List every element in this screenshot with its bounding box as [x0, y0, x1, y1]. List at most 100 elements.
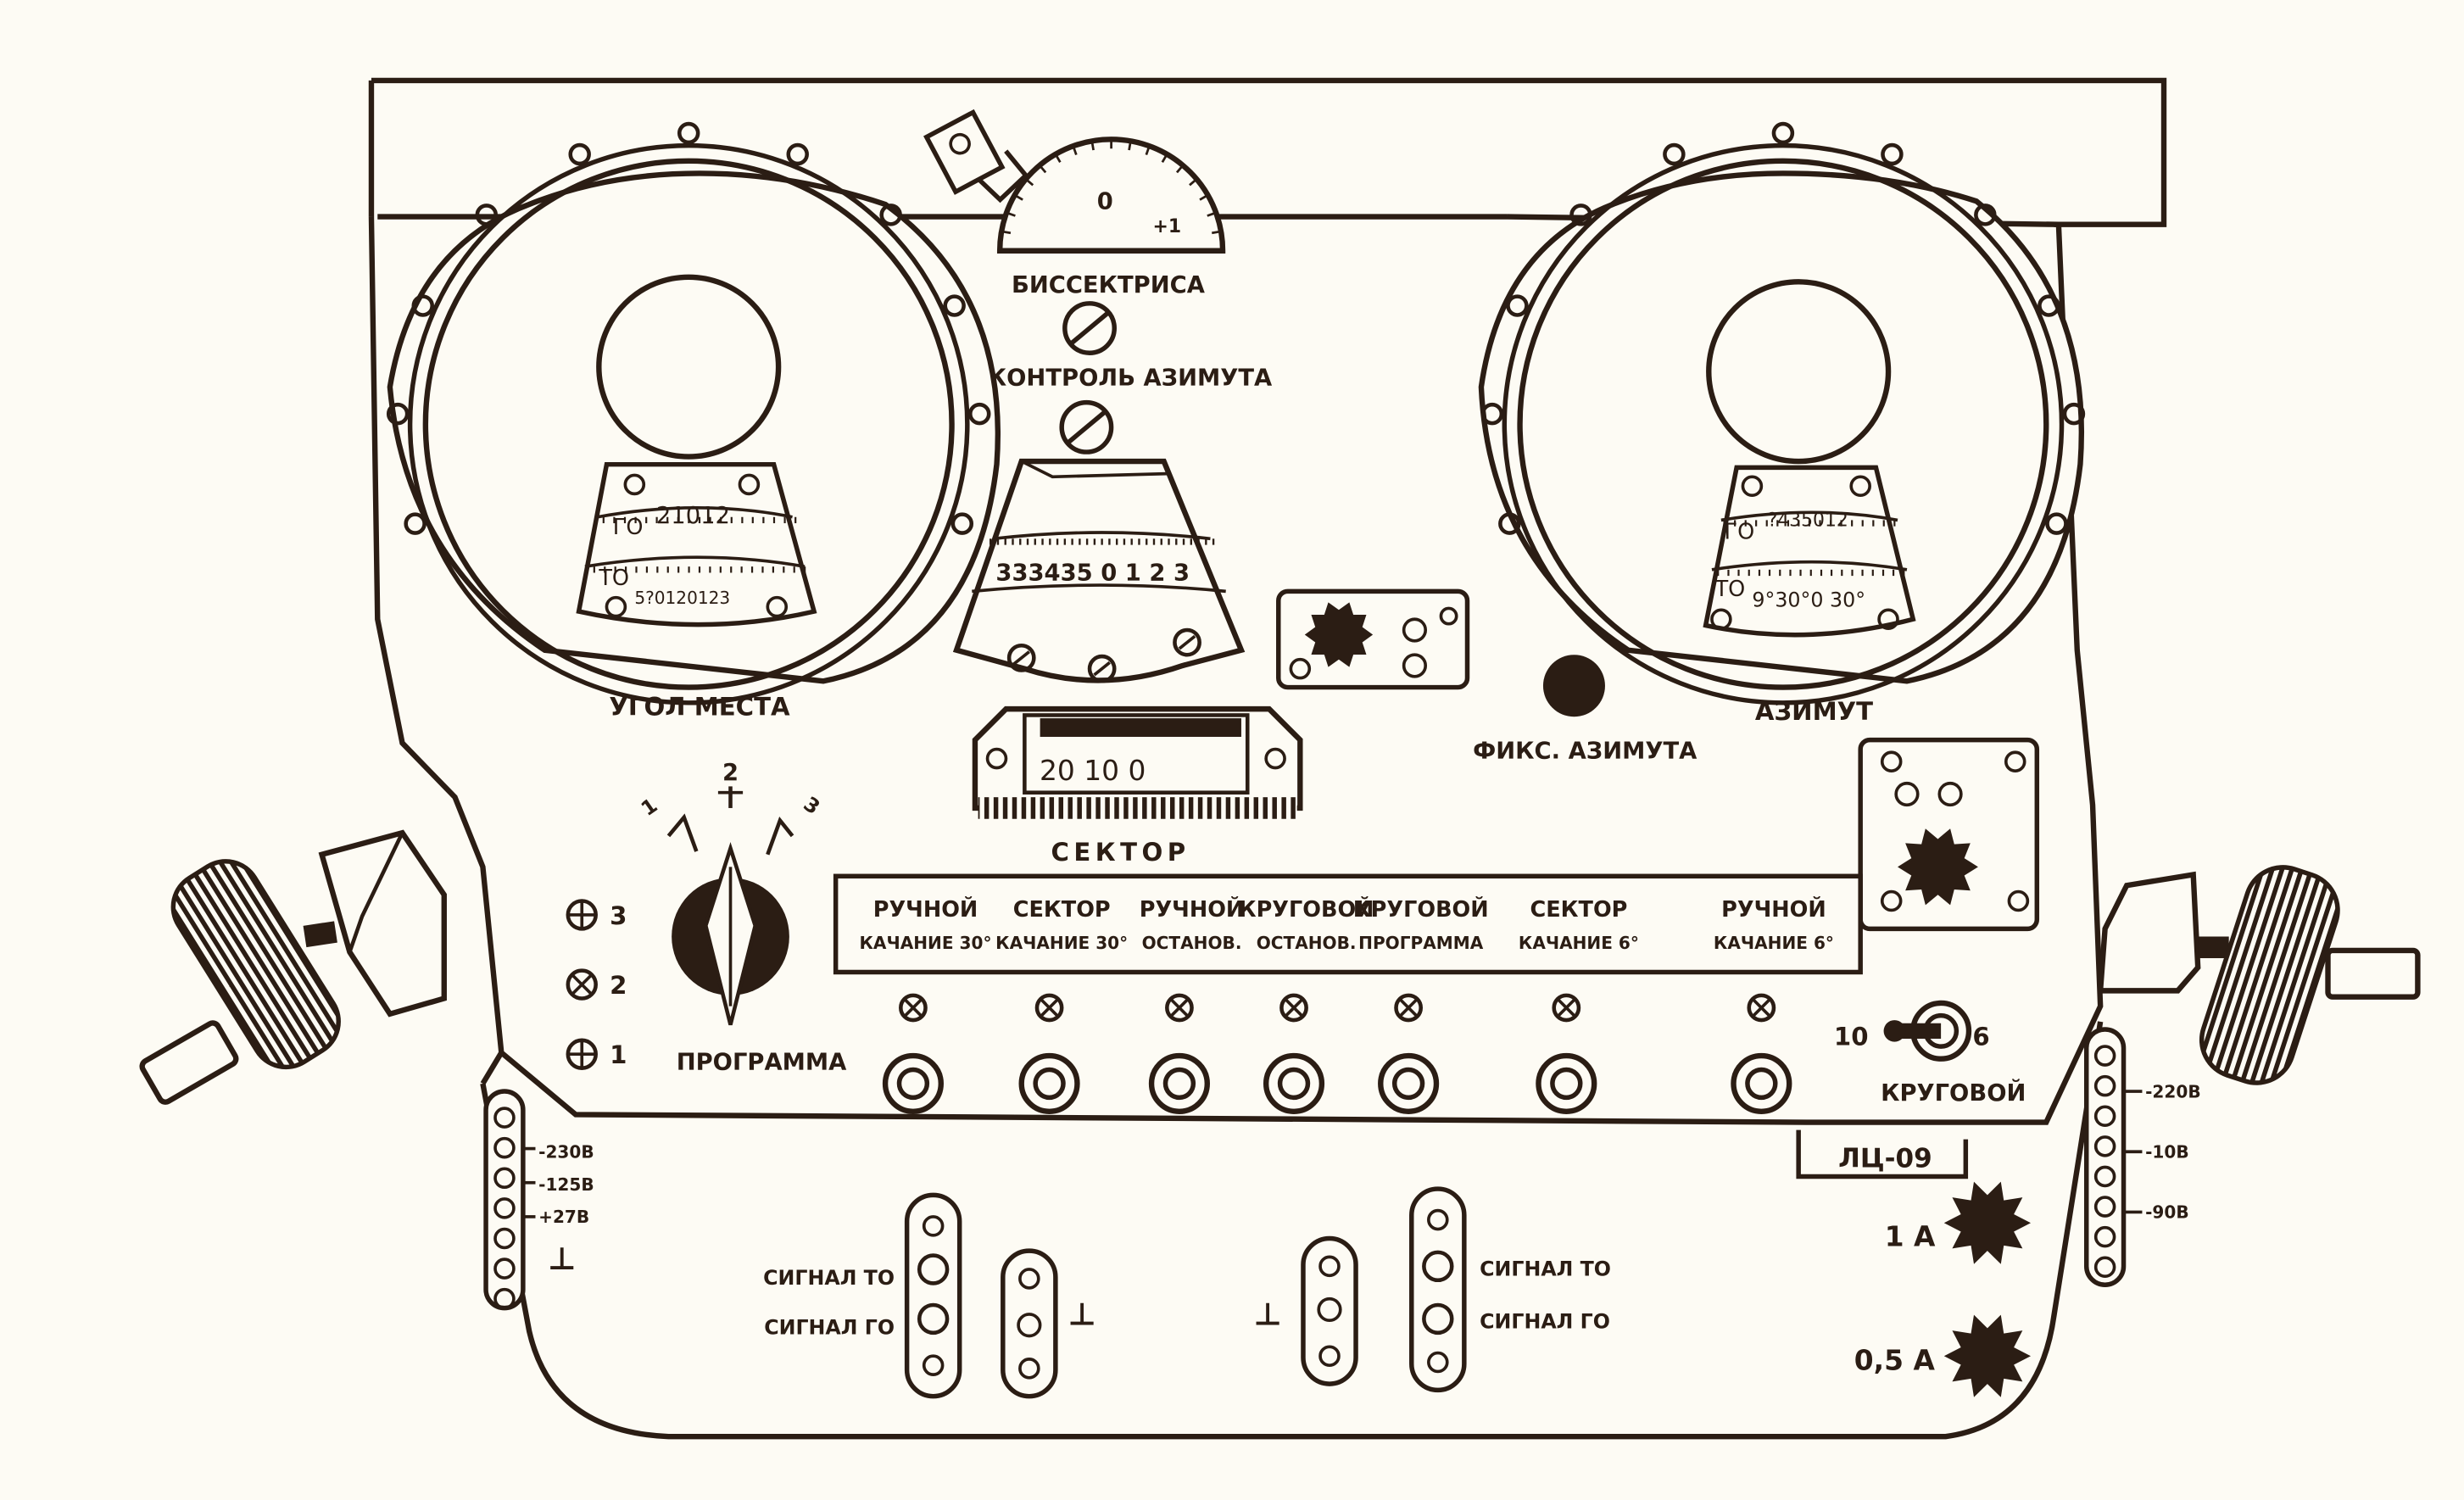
bisector-right-mark: +1 [1153, 216, 1182, 237]
fuse-05a[interactable]: 0,5 А [1854, 1314, 2032, 1397]
sector-label: СЕКТОР [1051, 838, 1190, 867]
terminal-pin[interactable] [493, 1107, 516, 1129]
azimuth-fix-button[interactable] [1542, 655, 1605, 717]
terminal-pin[interactable] [493, 1197, 516, 1219]
signal-right-to-socket[interactable] [1422, 1250, 1454, 1283]
signal-left-to-label: СИГНАЛ ТО [763, 1266, 895, 1290]
fuse-05a-knob-icon [1943, 1314, 2032, 1397]
signal-right-go-socket[interactable] [1422, 1302, 1454, 1336]
dial-bolt [1506, 294, 1529, 317]
mode-push-button[interactable] [1731, 1052, 1792, 1114]
circular-switch[interactable]: 10 6 КРУГОВОЙ [1834, 1000, 2026, 1107]
azimuth-control-screw-top[interactable] [1062, 301, 1117, 355]
terminal-pin[interactable] [2093, 1135, 2116, 1157]
elevation-dial-window [596, 274, 782, 460]
terminal-pin[interactable] [2093, 1165, 2116, 1188]
left-handwheel[interactable] [139, 829, 447, 1105]
circular-left-mark: 10 [1834, 1022, 1869, 1051]
signal-left-go-socket[interactable] [917, 1302, 950, 1336]
dial-bolt [1663, 142, 1686, 166]
azimuth-go-scale: ?435012 [1768, 510, 1848, 532]
azimuth-label: АЗИМУТ [1755, 697, 1873, 726]
mode-push-button[interactable] [1263, 1052, 1325, 1114]
terminal-pin[interactable] [2093, 1074, 2116, 1097]
terminal-pin[interactable] [2093, 1225, 2116, 1248]
elevation-to-scale: 5?0120123 [634, 588, 730, 608]
ground-right-socket[interactable] [1317, 1296, 1342, 1323]
mode-label-line1: РУЧНОЙ [873, 897, 978, 923]
signal-left-to-socket[interactable] [917, 1253, 950, 1285]
mode-push-button[interactable] [1378, 1052, 1440, 1114]
ground-left-symbol: ⊥ [1068, 1296, 1095, 1333]
center-fuse-block [1276, 588, 1470, 690]
right-pin-label-1: -220В [2145, 1081, 2201, 1101]
program-indicator-2: 2 [566, 968, 627, 1001]
bisector-label: БИССЕКТРИСА [1012, 272, 1206, 298]
left-pin-label-2: -125В [538, 1174, 594, 1195]
right-wheel-hub-icon [2097, 871, 2201, 994]
sector-scale-text: 20 10 0 [1040, 754, 1146, 787]
fuse-1a-knob-icon [1943, 1181, 2032, 1264]
mode-push-button[interactable] [1536, 1052, 1597, 1114]
azimuth-control-scale: 333435 0 1 2 3 [952, 458, 1246, 683]
dial-bolt [943, 294, 966, 317]
terminal-pin[interactable] [2093, 1105, 2116, 1128]
fuse-1a[interactable]: 1 А [1885, 1181, 2032, 1264]
dial-bolt [2038, 294, 2060, 317]
svg-text:1: 1 [610, 1040, 627, 1069]
dial-bolt [786, 142, 809, 166]
mode-indicator-icon [899, 993, 928, 1023]
terminal-pin[interactable] [493, 1227, 516, 1250]
terminal-pin[interactable] [493, 1257, 516, 1280]
mode-label-line2: КАЧАНИЕ 6° [1714, 933, 1834, 953]
bisector-gauge: 0 +1 БИССЕКТРИСА [996, 137, 1226, 298]
fuse-05a-label: 0,5 А [1854, 1344, 1936, 1377]
terminal-pin[interactable] [2093, 1045, 2116, 1067]
left-wheel-knurl-icon [170, 859, 341, 1070]
azimuth-to-scale: 9°30°0 30° [1752, 588, 1865, 612]
bisector-zero-mark: 0 [1097, 188, 1113, 215]
mode-push-button[interactable] [1148, 1052, 1210, 1114]
ground-right-symbol: ⊥ [1254, 1296, 1282, 1333]
ground-left-socket[interactable] [1017, 1313, 1042, 1338]
center-fuse-knob-icon[interactable] [1304, 602, 1374, 667]
terminal-pin[interactable] [493, 1287, 516, 1310]
terminal-pin[interactable] [2093, 1196, 2116, 1218]
program-label: ПРОГРАММА [677, 1049, 847, 1075]
left-pin-label-1: -230В [538, 1142, 594, 1163]
right-handwheel[interactable] [2097, 857, 2421, 1092]
svg-text:3: 3 [610, 901, 627, 930]
mode-push-button[interactable] [882, 1052, 944, 1114]
dial-bolt [879, 204, 902, 226]
mode-label-line1: КРУГОВОЙ [1239, 897, 1374, 923]
dial-bolt [1498, 512, 1521, 535]
left-pin-label-3: +27В [538, 1207, 589, 1227]
azimuth-control-screw-bottom[interactable] [1059, 399, 1114, 454]
terminal-pin[interactable] [493, 1136, 516, 1159]
dial-bolt [2062, 402, 2086, 426]
right-pin-label-2: -10В [2145, 1142, 2189, 1163]
azimuth-dial-window [1706, 279, 1892, 465]
azimuth-fix-label: ФИКС. АЗИМУТА [1473, 739, 1697, 765]
mode-indicator-icon [1394, 993, 1424, 1023]
mode-label-line2: КАЧАНИЕ 6° [1519, 933, 1639, 953]
mode-label-line2: КАЧАНИЕ 30° [995, 933, 1128, 953]
right-wheel-knurl-icon [2199, 865, 2340, 1085]
terminal-pin[interactable] [493, 1167, 516, 1190]
ground-connector-left: ⊥ [1001, 1248, 1096, 1399]
mode-label-strip [833, 873, 1863, 975]
program-selector[interactable]: 2 1 3 ПРОГРАММА [637, 760, 847, 1075]
right-plate-fuse-knob-icon[interactable] [1898, 828, 1978, 906]
mode-push-button[interactable] [1018, 1052, 1080, 1114]
terminal-pin[interactable] [2093, 1256, 2116, 1279]
signal-right-go-label: СИГНАЛ ГО [1480, 1309, 1610, 1333]
device-code-plate: ЛЦ-09 [1796, 1129, 1969, 1179]
